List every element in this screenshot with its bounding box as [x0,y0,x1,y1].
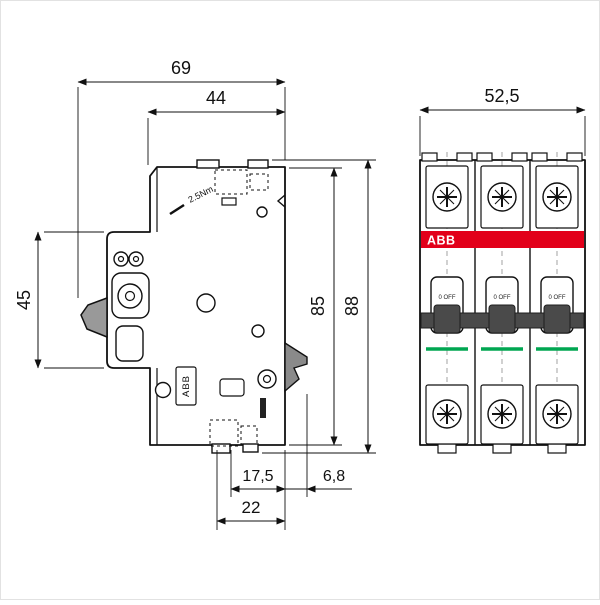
housing-rivet [256,206,268,218]
toggle-lever [80,296,108,339]
dim-label-bottom-depth: 22 [242,498,261,517]
housing-rivet-center [262,374,272,384]
toggle-handle [543,304,571,334]
screw-diagonal-slots [439,189,565,205]
dim-front-height: 45 [14,231,104,369]
top-tab [247,159,269,169]
dim-label-total-depth: 69 [171,58,191,78]
dim-label-front-height: 45 [14,290,34,310]
rating-label-plate [219,378,245,397]
front-view: ABB 0 OFF 0 OFF 0 OFF [419,86,586,454]
abb-logo-band [421,231,584,248]
vent-slot [260,398,266,418]
dim-clip-protrusion: 6,8 [268,394,352,497]
rear-notch [276,194,286,208]
breaker-side-outline [106,166,286,446]
dim-total-depth: 69 [77,58,286,298]
housing-rivet [251,324,265,338]
toggle-state-label: 0 OFF [493,295,510,301]
toggle-handle [488,304,516,334]
bottom-tab [211,443,231,454]
bottom-terminals [425,384,579,445]
bottom-tab [437,443,457,454]
dim-label-front-width: 52,5 [484,86,519,106]
dim-body-height: 85 [289,167,342,446]
dim-label-body-height: 85 [308,296,328,316]
top-terminals [425,165,579,229]
side-view: 2.5Nm ABB 69 [14,58,376,530]
dim-body-depth: 44 [147,88,286,165]
dim-label-clip-protrusion: 6,8 [323,468,345,485]
side-label-plate [175,366,197,406]
dim-front-width: 52,5 [419,86,586,156]
bottom-terminal-hidden-outline [240,425,258,445]
screwdriver-icon [169,203,185,216]
toggle-shaft-center [124,290,136,302]
top-terminal-hidden-outline [249,173,269,191]
top-tab [531,152,548,162]
top-tab [511,152,528,162]
side-brand-label: ABB [181,375,192,397]
abb-logo: ABB [427,234,456,248]
toggle-state-label: 0 OFF [438,295,455,301]
bottom-terminal-hidden-outline [209,419,239,447]
toggle-state-label: 0 OFF [548,295,565,301]
bottom-tab [242,443,259,453]
dim-label-bottom-terminal-offset: 17,5 [242,468,273,485]
front-panel-hole-center [117,255,125,263]
top-terminal-detail [221,197,237,206]
front-panel-hole-center [132,255,140,263]
top-tab [421,152,438,162]
screw-diagonal-slots [439,406,565,422]
dim-bottom-depth: 22 [216,450,286,530]
top-tab [566,152,583,162]
top-tab [476,152,493,162]
dim-label-body-depth: 44 [206,88,226,108]
top-tab [196,159,220,169]
housing-rivet [154,381,172,399]
front-panel-recess [115,325,144,362]
top-terminal-hidden-outline [214,169,248,195]
toggle-handle [433,304,461,334]
bottom-tab [547,443,567,454]
housing-rivet [196,293,216,313]
dim-label-total-height: 88 [342,296,362,316]
bottom-tab [492,443,512,454]
din-rail-clip [284,341,308,393]
dim-bottom-terminal-offset: 17,5 [230,450,286,530]
top-tab [456,152,473,162]
dim-total-height: 88 [262,159,376,454]
